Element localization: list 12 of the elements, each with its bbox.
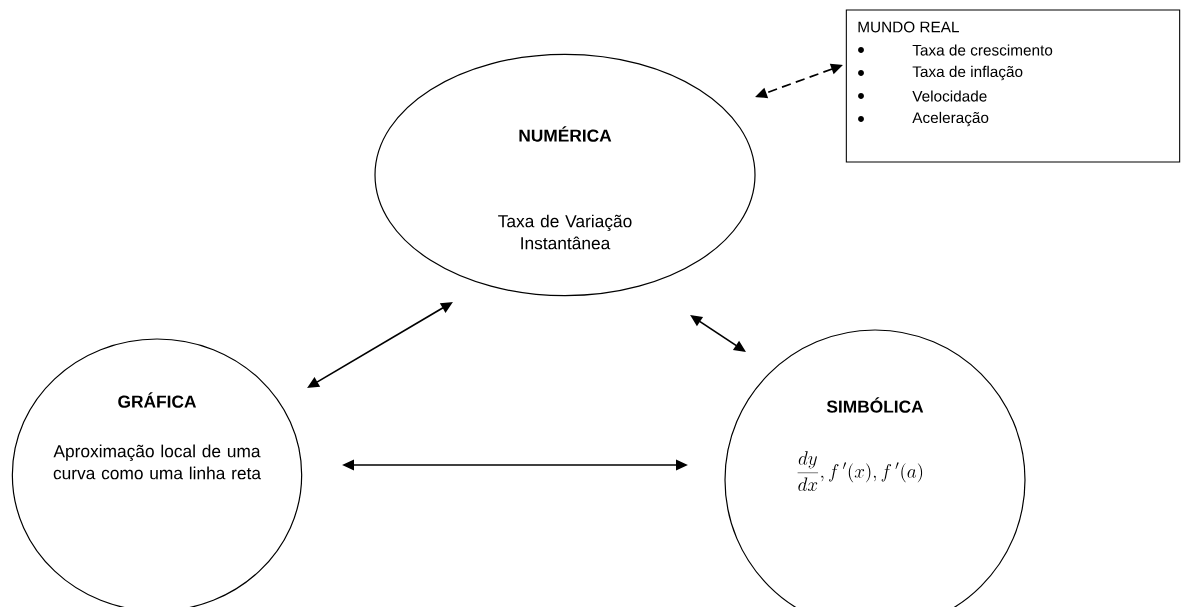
box-heading: MUNDO REAL xyxy=(858,21,959,33)
ellipse-text: Taxa de Variação Instantânea xyxy=(498,214,632,250)
ellipse-heading: GRÁFICA xyxy=(118,392,197,408)
list-item: Velocidade xyxy=(912,90,987,102)
list-item: Taxa de crescimento xyxy=(912,44,1053,56)
ellipse-text: Aproximação local de uma curva como uma linha reta xyxy=(53,444,261,480)
list-item: Aceleração xyxy=(912,111,989,127)
list-item: Taxa de inflação xyxy=(912,65,1023,81)
ellipse-heading: SIMBÓLICA xyxy=(826,397,924,413)
arrow xyxy=(690,315,746,352)
ellipse-heading: NUMÉRICA xyxy=(519,126,612,142)
formula: $\frac{dy}{dx}, f\,'(x), f\,'(a)$ xyxy=(797,451,923,491)
